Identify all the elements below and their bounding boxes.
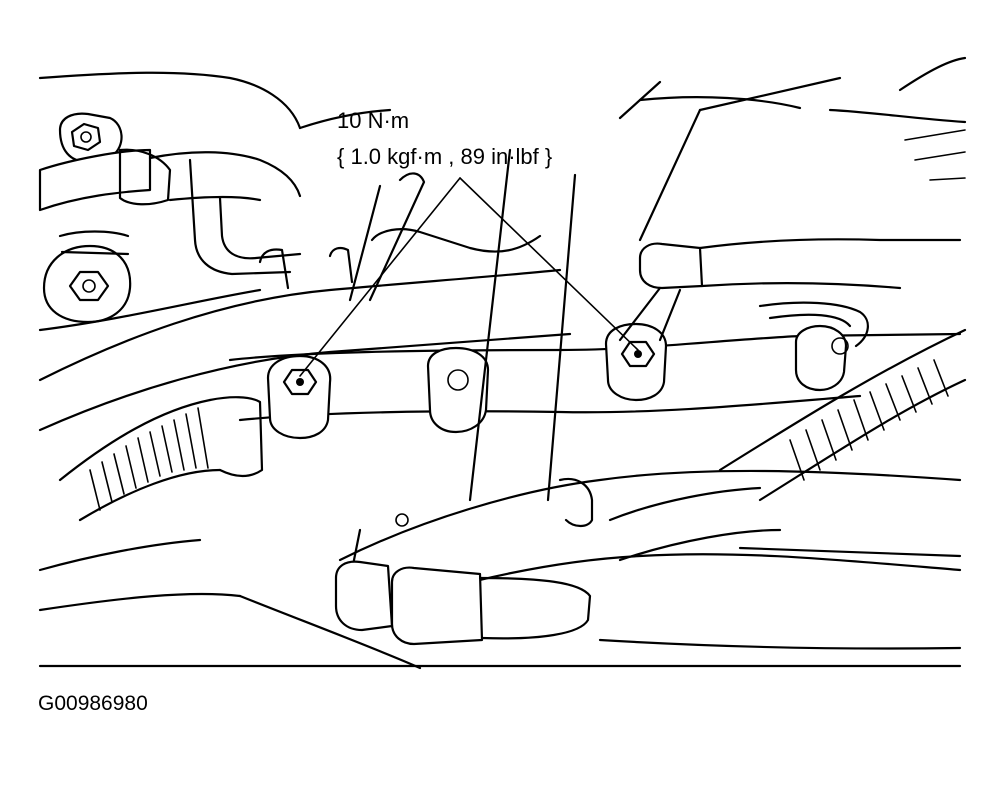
bolt-left — [282, 368, 318, 396]
right-clamp — [618, 238, 962, 348]
corrugated-boot-left — [58, 396, 264, 522]
corrugated-hose-right — [718, 328, 967, 502]
lower-hoses — [38, 469, 962, 670]
torque-spec-label: 10 N·m — [337, 108, 410, 133]
manifold-flange — [228, 322, 962, 440]
background-linework — [38, 56, 967, 181]
center-bracket-plate — [348, 76, 842, 582]
upper-left-bracket — [38, 112, 302, 276]
main-tube — [38, 228, 572, 432]
bolt-right — [620, 340, 656, 368]
figure-id-label: G00986980 — [38, 692, 148, 715]
torque-spec-alt-label: { 1.0 kgf·m , 89 in·lbf } — [337, 144, 553, 169]
lower-left-bracket — [38, 230, 262, 332]
